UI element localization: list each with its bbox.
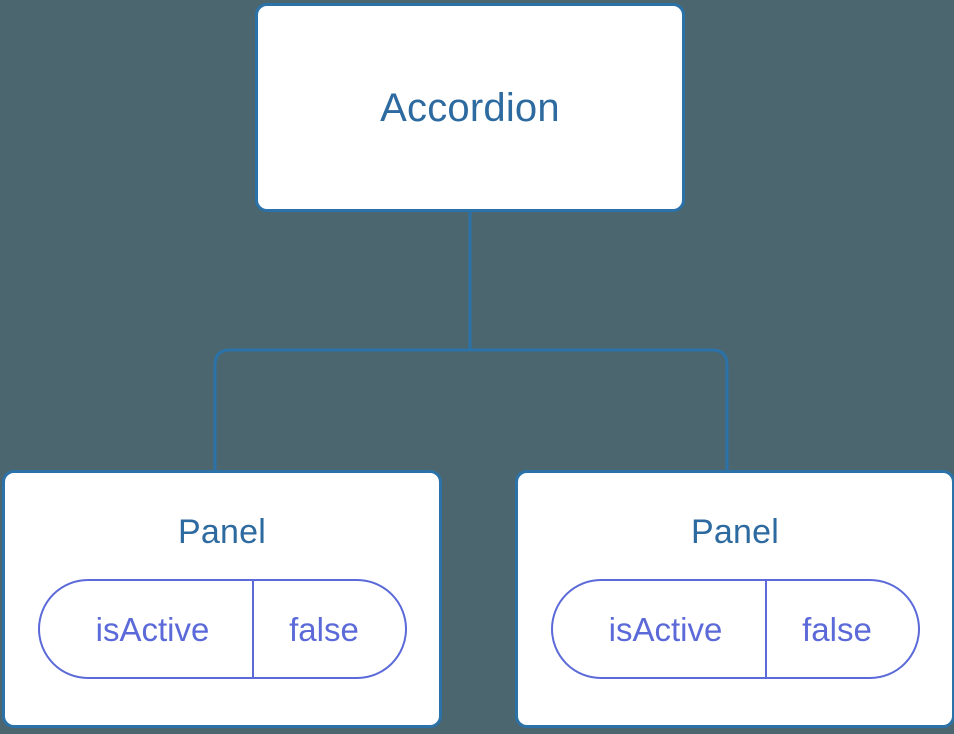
- node-accordion-title: Accordion: [380, 85, 560, 130]
- state-pill-panel-2[interactable]: isActive false: [550, 579, 920, 679]
- state-pill-panel-2-divider: [764, 581, 767, 677]
- node-panel-2[interactable]: Panel isActive false: [515, 470, 954, 728]
- state-pill-panel-1-value: false: [289, 610, 359, 648]
- node-panel-1-title: Panel: [178, 513, 266, 551]
- state-pill-panel-1[interactable]: isActive false: [37, 579, 407, 679]
- state-pill-panel-2-key: isActive: [608, 610, 723, 648]
- connector-branch-right: [470, 348, 729, 472]
- node-panel-2-title: Panel: [691, 513, 779, 551]
- node-panel-1[interactable]: Panel isActive false: [2, 470, 442, 728]
- state-pill-panel-1-divider: [251, 581, 254, 677]
- state-pill-panel-2-value: false: [802, 610, 872, 648]
- state-pill-panel-1-key: isActive: [95, 610, 210, 648]
- node-accordion[interactable]: Accordion: [255, 3, 685, 212]
- connector-branch-left: [213, 348, 470, 472]
